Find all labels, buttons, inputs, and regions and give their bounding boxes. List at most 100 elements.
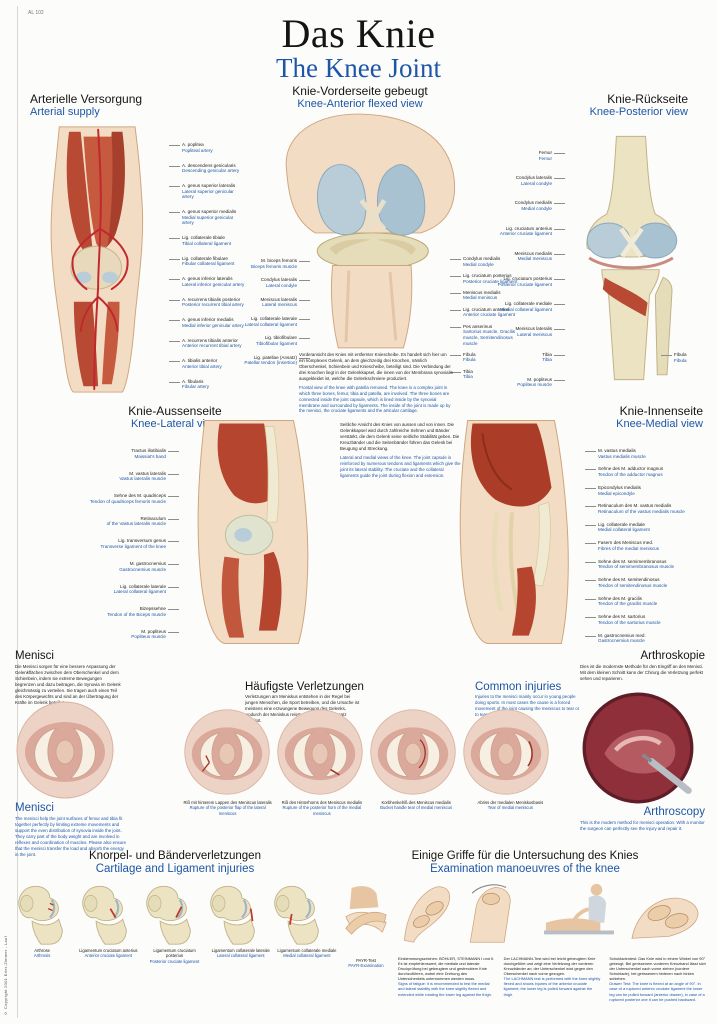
meniscus-injury-1 (183, 708, 271, 796)
label-en: Lateral condyle (265, 282, 297, 288)
cartilage-caption: Ligamentum cruciatum posterius Posterior… (144, 948, 204, 964)
lateral-condyle (75, 271, 92, 284)
label-de: Fibula (674, 352, 687, 357)
label-de: Tibia (463, 368, 473, 374)
anterior-labels-right: Condylus medialis Medial condyle Lig. cr… (450, 256, 523, 380)
label-de: Lig. cruciatum anterius (505, 225, 552, 231)
leader-line (168, 496, 179, 498)
label-item: Tractus iliotibialis Maissiat's band (88, 448, 179, 459)
label-de: Sehne des M. semitendinosus (598, 577, 660, 583)
tibia-fibula-lines (344, 270, 398, 343)
medial-illustration (438, 418, 586, 646)
meniscus-caption: Korbhenkelriß des Meniscus medialis Buck… (372, 800, 461, 816)
caption-de: Ligamentum cruciatum posterius (153, 948, 196, 959)
label-de: A. recurrens tibialis anterior (182, 337, 238, 343)
label-de: Retinaculum des M. vastus medialis (598, 503, 672, 509)
label-de: A. recurrens tibialis posterior (182, 296, 241, 302)
label-en: Posterior recurrent tibial artery (182, 302, 244, 308)
anterior-title-de: Knie-Vorderseite gebeugt (292, 84, 428, 98)
probe-tip (641, 753, 653, 763)
label-item: Sehne des M. sartorius Tendon of the sar… (585, 614, 706, 625)
label-item: Lig. cruciatum anterius Anterior cruciat… (488, 225, 565, 237)
caption-de: Korbhenkelriß des Meniscus medialis (381, 800, 451, 805)
gastrocnemius-muscle (258, 551, 282, 631)
leader-line (168, 451, 179, 452)
posterior-illustration (558, 128, 704, 388)
anterior-title-en: Knee-Anterior flexed view (297, 98, 423, 111)
leader-line (585, 451, 596, 452)
payr-caption-de: PAYR-Test (356, 958, 376, 963)
label-item: Fasern des Meniscus med. Fibres of the m… (585, 540, 706, 551)
arthroscopy-text-de-body: Dies ist die modernste Methode für den E… (580, 664, 704, 681)
label-de: M. biceps femoris (261, 258, 297, 263)
acl-tear (109, 908, 117, 919)
caption-en: Medial collateral ligament (283, 953, 331, 959)
label-de: Sehne des M. semimembranosus (598, 558, 667, 564)
label-en: of the Vastus lateralis muscle (106, 521, 166, 527)
left-margin-rule (17, 6, 18, 1018)
label-item: M. gastrocnemius Gastrocnemius muscle (88, 561, 179, 572)
label-en: Descending genicular artery (182, 168, 240, 174)
label-en: Lateral inferior genicular artery (182, 281, 245, 287)
label-en: Medial epicondyle (598, 490, 635, 496)
label-item: Meniscus medialis Medial meniscus (488, 250, 565, 262)
tear-posterior-horn (330, 768, 340, 776)
label-item: M. popliteus Popliteus muscle (88, 629, 179, 640)
label-en: Fibular artery (182, 384, 210, 390)
label-item: Lig. collaterale tibiale Tibial collater… (169, 235, 246, 246)
examiner-arm (571, 907, 590, 924)
label-item: A. tibialis anterior Anterior tibial art… (169, 358, 246, 369)
medial-title-en: Knee-Medial view (616, 418, 703, 431)
meniscus-injury-2 (276, 708, 364, 796)
label-item: A. genus inferior lateralis Lateral infe… (169, 276, 246, 287)
label-en: Tendon of semimembranosus muscle (598, 564, 675, 570)
label-en: Medial collateral ligament (500, 306, 552, 312)
rectus-femoris-muscle (83, 136, 113, 250)
medial-condyle-cartilage (376, 164, 426, 236)
label-en: Medial meniscus (517, 256, 552, 262)
label-item: A. poplitea Popliteal artery (169, 142, 246, 153)
label-en: Anterior recurrent tibial artery (182, 343, 242, 349)
meniscus-caption-row: Riß mit hinterem Lappen des Meniscus lat… (183, 800, 555, 816)
tear-flap (201, 755, 210, 772)
gastrocnemius-muscle (512, 566, 536, 636)
lateral-condyle (234, 528, 253, 542)
label-en: Patellar tendon (insertion) (244, 360, 297, 366)
label-en: Gastrocnemius muscle (119, 566, 166, 572)
arthroscopy-text-de: Dies ist die modernste Methode für den E… (580, 664, 706, 685)
examiner-head (590, 883, 603, 896)
label-en: Popliteal artery (182, 147, 213, 153)
label-item: A. descendens genicularis Descending gen… (169, 163, 246, 174)
menisci-intro-de-text: Die Menisci sorgen für eine bessere Anpa… (15, 664, 121, 705)
leader-line (299, 338, 310, 340)
leader-line (554, 253, 565, 255)
caption-de: Riß des Hinterhorns des Meniscus mediali… (281, 800, 363, 805)
label-en: Medial condyle (463, 261, 494, 267)
label-en: Tendon of the Biceps muscle (107, 611, 166, 617)
label-de: Bizepssehne (139, 606, 166, 612)
label-de: Meniscus medialis (514, 250, 552, 256)
caption-de: Ligamentum collaterale laterale (211, 948, 270, 953)
label-en: Vastus lateralis muscle (119, 476, 166, 482)
label-de: M. vastus lateralis (129, 470, 166, 476)
scope-rim (582, 692, 694, 804)
artery-tree (71, 128, 129, 391)
caption-en: Rupture of the posterior flap of the lat… (189, 805, 266, 816)
leader-line (554, 354, 565, 356)
label-de: Condylus lateralis (260, 277, 297, 283)
meniscus-caption: Riß des Hinterhorns des Meniscus mediali… (277, 800, 366, 816)
label-item: M. biceps femoris Biceps femoris muscle (241, 258, 310, 269)
arterial-title-de: Arterielle Versorgung (30, 92, 143, 106)
examination-heading-en: Examination manoeuvres of the knee (430, 863, 620, 875)
hand (482, 892, 500, 905)
leader-line (168, 631, 179, 633)
menisci-intro-en: The menisci help the joint surfaces of f… (15, 816, 127, 858)
label-item: Sehne des M. quadriceps Tendon of quadri… (88, 493, 179, 504)
menisci-heading-en: Menisci (15, 802, 54, 814)
leader-line (169, 340, 180, 342)
caption-en: Posterior cruciate ligament (149, 958, 200, 964)
label-en: Lateral superior genicular artery (182, 188, 234, 200)
medial-collateral-ligament (532, 501, 551, 587)
leader-line (554, 278, 565, 280)
cruciate-ligaments (359, 198, 387, 234)
